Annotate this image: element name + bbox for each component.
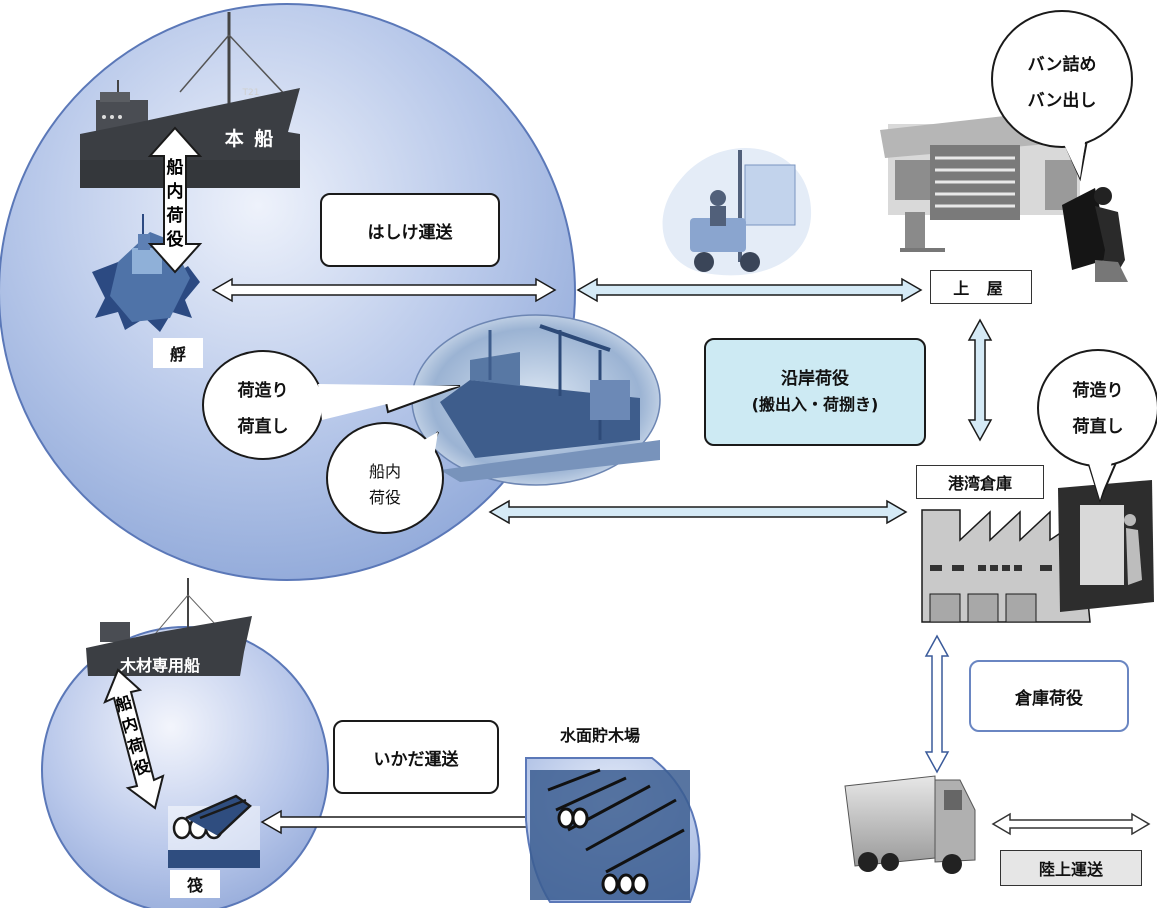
main-ship-icon (80, 12, 300, 188)
port-warehouse-icon (921, 480, 1154, 623)
coastal-handling-label: 沿岸荷役 (781, 369, 849, 389)
raft-logs-icon (168, 794, 260, 868)
onboard-char-3: 荷 (166, 206, 184, 226)
onboard-char-1: 船 (166, 158, 184, 178)
timber-ship-label: 木材専用船 (119, 656, 200, 675)
van-bubble (991, 10, 1133, 182)
timber-onboard-arrow (103, 668, 165, 810)
packing-left-label-2: 荷直し (237, 417, 289, 437)
packing-right-label-2: 荷直し (1072, 417, 1124, 437)
onboard-char-4: 役 (166, 230, 184, 250)
raft-transport-label: いかだ運送 (333, 720, 499, 794)
onboard-bubble-label-2: 荷役 (368, 488, 401, 507)
coastal-handling-box: 沿岸荷役 (搬出入・荷捌き) (704, 338, 926, 446)
packing-bubble-right (1037, 349, 1157, 503)
to-shed-arrow (576, 277, 923, 303)
truck-icon (844, 775, 976, 874)
warehouse-handling-label: 倉庫荷役 (969, 660, 1129, 732)
packing-bubble-left (202, 350, 461, 460)
main-ship-label: 本 船 (224, 128, 276, 150)
onboard-bubble (326, 422, 444, 534)
packing-left-label-1: 荷造り (237, 381, 289, 401)
van-unstuffing-label: バン出し (1027, 91, 1097, 111)
to-warehouse-arrow (488, 499, 908, 525)
timber-ship-icon (86, 578, 252, 676)
raft-label: 筏 (170, 870, 220, 898)
water-pond-label: 水面貯木場 (559, 726, 640, 745)
water-pond-icon (525, 757, 701, 903)
land-transport-label: 陸上運送 (1000, 850, 1142, 886)
ship-number-label: T21 (242, 88, 260, 98)
warehouse-truck-arrow (924, 634, 950, 774)
lighter-label: 艀 (153, 338, 203, 368)
berth-ship-photo (411, 314, 661, 486)
lighter-transport-label: はしけ運送 (320, 193, 500, 267)
onboard-vertical-label: 船 内 荷 役 (164, 156, 186, 252)
onboard-handling-arrow (147, 126, 203, 274)
forklift-icon (662, 147, 812, 276)
van-stuffing-label: バン詰め (1027, 55, 1097, 75)
land-transport-arrow (991, 812, 1151, 836)
shed-label: 上 屋 (930, 270, 1032, 304)
worker-with-box-icon (1062, 187, 1128, 282)
onboard-char-2: 内 (166, 182, 184, 202)
packing-right-label-1: 荷造り (1072, 381, 1124, 401)
coastal-handling-sublabel: (搬出入・荷捌き) (751, 395, 879, 414)
lighter-transport-arrow (211, 277, 557, 303)
timber-onboard-char-4: 役 (131, 755, 153, 779)
shed-warehouse-arrow (967, 318, 993, 442)
port-warehouse-label: 港湾倉庫 (916, 465, 1044, 499)
onboard-bubble-label-1: 船内 (368, 462, 401, 481)
